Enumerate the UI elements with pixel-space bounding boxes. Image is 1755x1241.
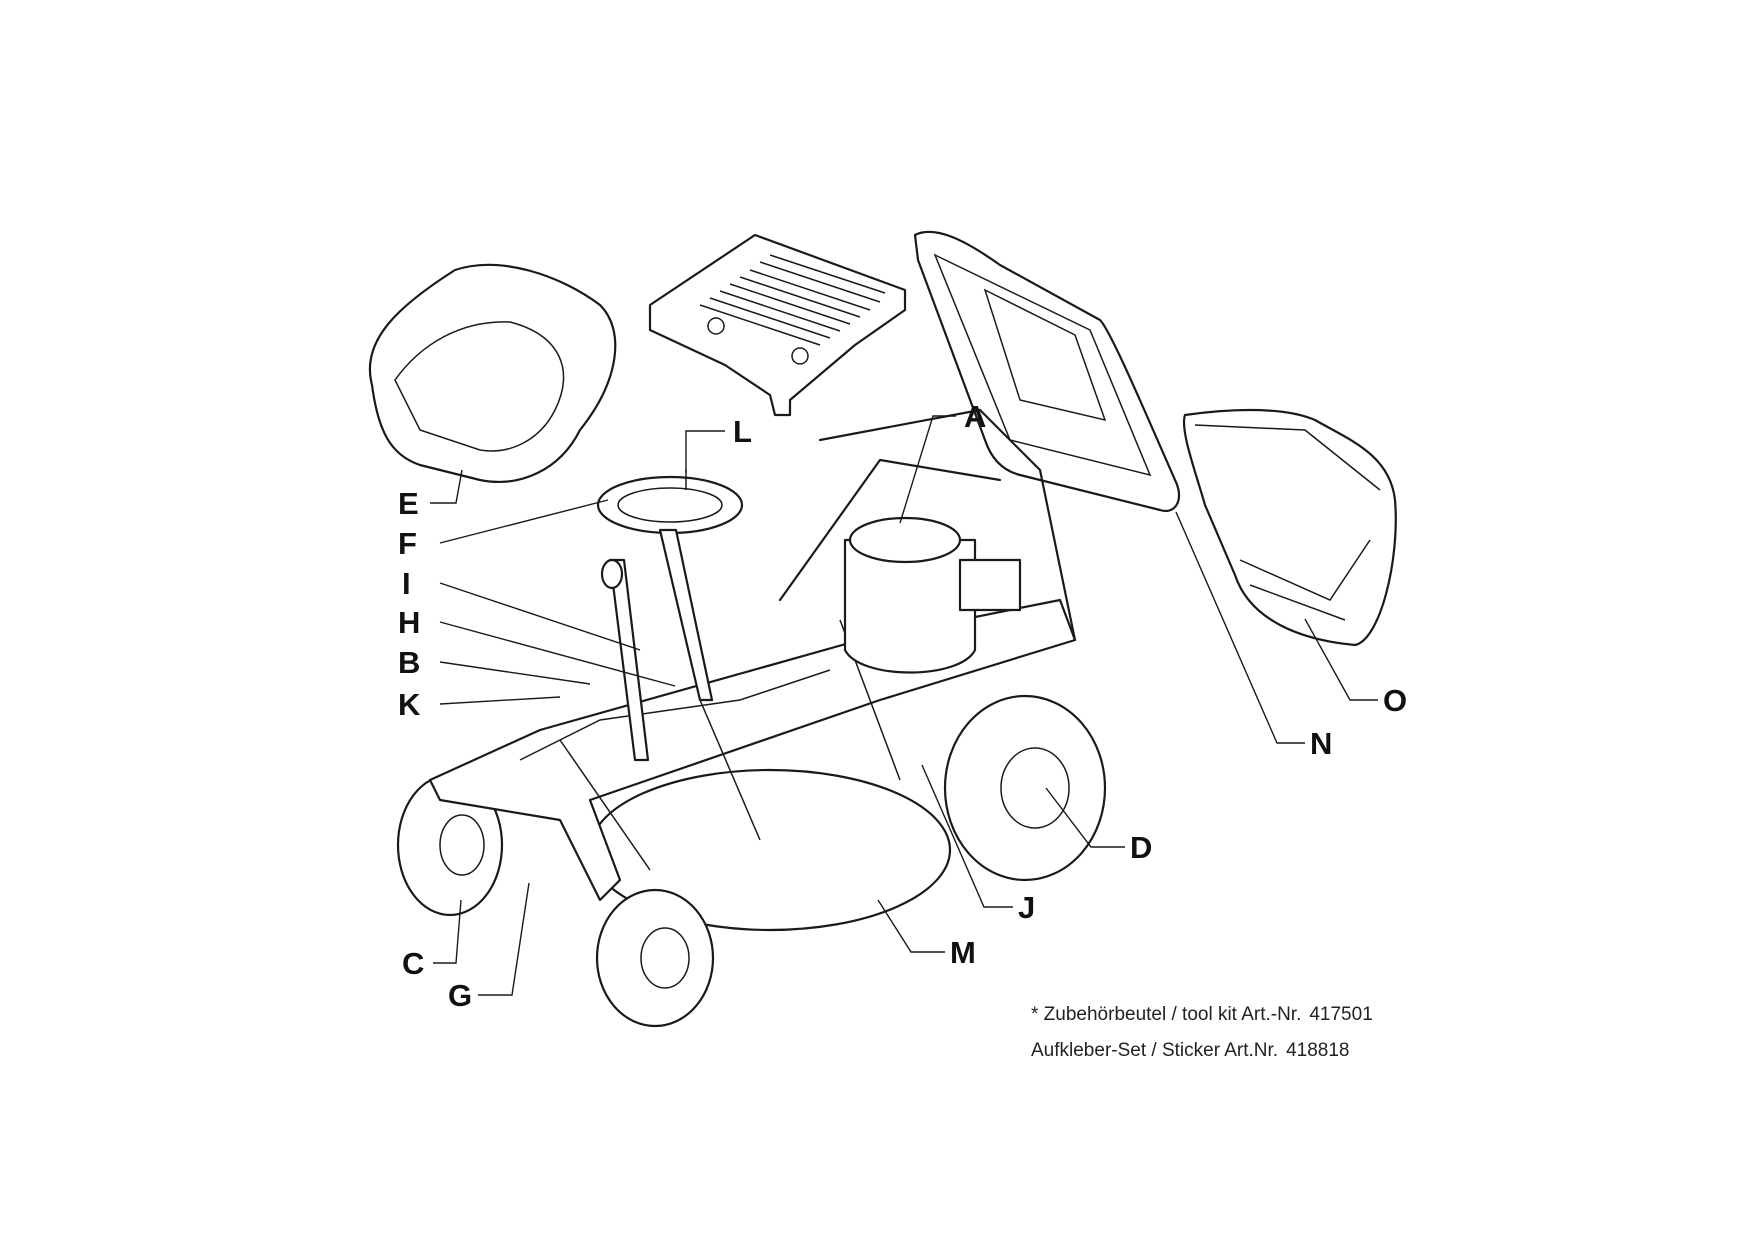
right-wheel [943,694,1107,882]
label-b: B [398,645,421,680]
tool-kit-text: * Zubehörbeutel / tool kit Art.-Nr. [1031,1004,1302,1025]
label-m: M [950,935,976,970]
sticker-text: Aufkleber-Set / Sticker Art.Nr. [1031,1040,1279,1061]
label-l: L [733,414,752,449]
leader-lines [430,415,1378,996]
label-e: E [398,486,419,521]
label-k: K [398,687,421,722]
seat [368,263,617,483]
label-o: O [1383,683,1408,718]
label-a: A [964,399,987,434]
sticker-note: Aufkleber-Set / Sticker Art.Nr. 418818 [1031,1040,1350,1062]
chassis-frame [428,408,1077,902]
label-g: G [448,978,473,1013]
label-i: I [402,566,411,601]
tool-kit-note: * Zubehörbeutel / tool kit Art.-Nr. 41750… [1031,1004,1373,1026]
grass-bag [1182,408,1397,647]
hood-panel [648,233,907,417]
label-n: N [1310,726,1333,761]
grass-catcher-lid [913,230,1181,513]
label-j: J [1018,890,1036,925]
label-h: H [398,605,421,640]
engine [843,516,1022,674]
label-c: C [402,946,425,981]
tool-kit-number: 417501 [1309,1004,1373,1025]
label-d: D [1130,830,1153,865]
steering-assembly [596,470,744,762]
front-wheel [595,888,715,1028]
label-f: F [398,526,417,561]
sticker-number: 418818 [1286,1040,1350,1061]
